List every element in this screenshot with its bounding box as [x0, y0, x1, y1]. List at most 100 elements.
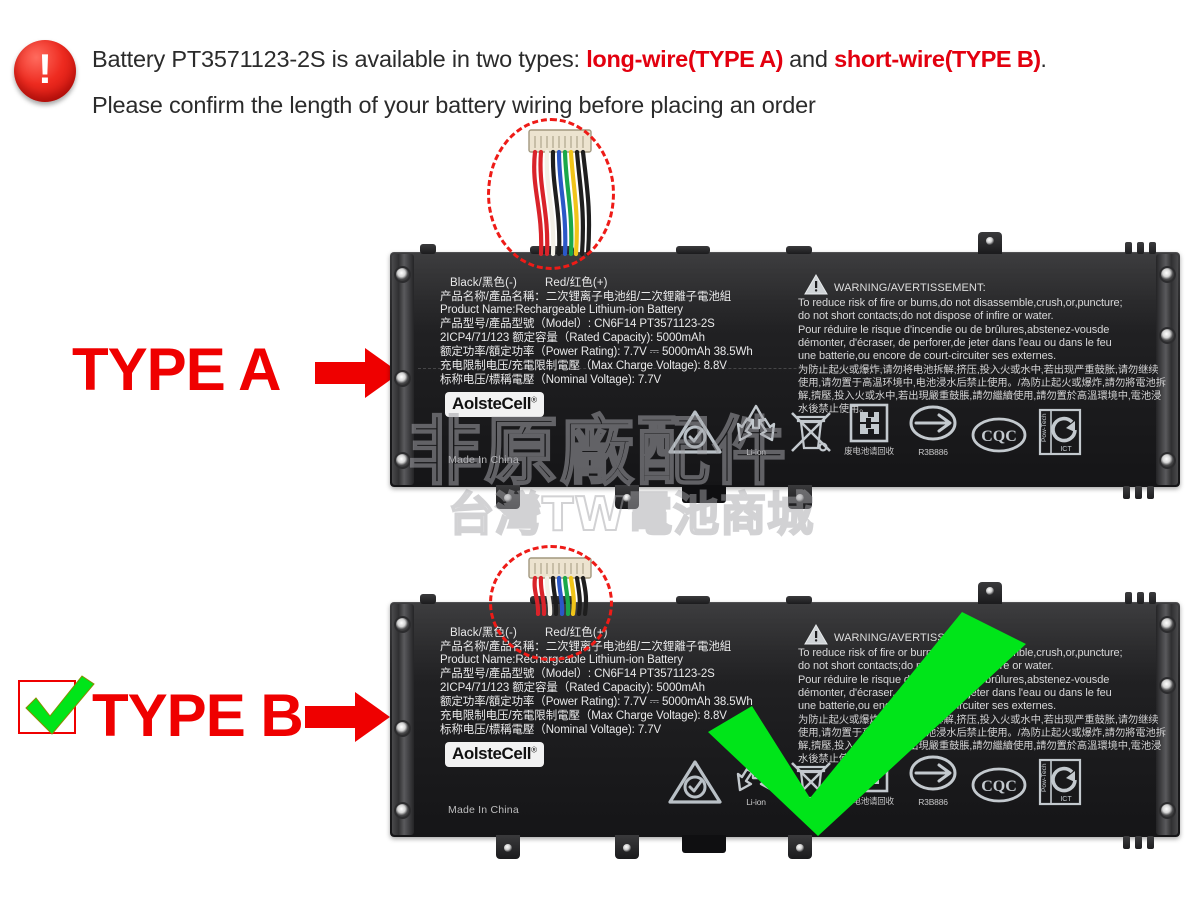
svg-text:Pow-Tech: Pow-Tech [1041, 413, 1048, 442]
battery-b-mount-tab [615, 835, 639, 859]
cert-weee [784, 410, 838, 457]
rcm-tick-icon [668, 760, 722, 804]
cert-rcm-tick [662, 408, 728, 457]
warning-heading: WARNING/AVERTISSEMENT: [834, 282, 986, 294]
warning-fr-line: démonter, d'écraser, de perforer,de jete… [798, 337, 1112, 349]
screw-hole [394, 720, 411, 737]
brand-registered-mark: ® [531, 395, 537, 405]
svg-text:ICT: ICT [1060, 796, 1072, 803]
notice-period: . [1040, 46, 1047, 72]
battery-b-mount-tab [978, 582, 1002, 604]
screw-hole [394, 266, 411, 283]
green-check-icon [25, 675, 95, 735]
spec-line: 标称电压/標稱電壓（Nominal Voltage): 7.7V [440, 374, 662, 386]
warning-heading: WARNING/AVERTISSEMENT: [834, 632, 986, 644]
cert-ccc-ellipse: R3B886 [900, 752, 966, 807]
mount-hole [796, 494, 804, 502]
type-a-label: TYPE A [72, 336, 281, 403]
cert-rcm-tick [662, 758, 728, 807]
cert-pow-tech-ict: Pow-Tech ICT [1032, 758, 1088, 807]
exclamation-circle-icon: ! [14, 40, 76, 102]
cert-cqc: CQC [966, 764, 1032, 807]
screw-hole [1159, 266, 1176, 283]
warning-en-line: do not short contacts;do not dispose of … [798, 310, 1054, 322]
mount-hole [504, 844, 512, 852]
cert-battery-recycle-cn: 废电池请回收 [838, 402, 900, 457]
mount-hole [623, 494, 631, 502]
battery-a-fin [1135, 486, 1142, 499]
spec-line: 2ICP4/71/123 额定容量（Rated Capacity): 5000m… [440, 332, 705, 344]
warning-cn-line: 使用,请勿置于高温环境中,电池浸水后禁止使用。/為防止起火或爆炸,請勿將電池拆 [798, 378, 1166, 389]
battery-a-left-rail [392, 254, 414, 485]
brand-name: AolsteCell [452, 394, 532, 413]
warning-fr-line: une batterie,ou encore de court-circuite… [798, 350, 1057, 362]
cert-recycle: Li-ion [728, 402, 784, 457]
cert-recycle: Li-ion [728, 752, 784, 807]
warning-triangle-icon [804, 274, 828, 295]
recycle-icon [736, 404, 776, 442]
spec-line: 标称电压/標稱電壓（Nominal Voltage): 7.7V [440, 724, 662, 736]
svg-text:CQC: CQC [981, 428, 1017, 445]
battery-a-mount-tab [978, 232, 1002, 254]
battery-b-left-rail [392, 604, 414, 835]
battery-b-fin [1149, 592, 1156, 604]
spec-line: 产品型号/產品型號（Model）: CN6F14 PT3571123-2S [440, 668, 715, 680]
spec-line: 2ICP4/71/123 额定容量（Rated Capacity): 5000m… [440, 682, 705, 694]
certification-row: Li-ion 废电池请回收 [662, 402, 1088, 457]
cert-caption: Li-ion [746, 797, 766, 807]
spec-line: 额定功率/額定功率（Power Rating): 7.7V ⎓ 5000mAh … [440, 696, 753, 708]
battery-a-fin [1147, 486, 1154, 499]
screw-hole [394, 370, 411, 387]
type-b-arrow-icon [305, 690, 391, 744]
cert-caption: R3B886 [918, 797, 948, 807]
battery-a-fin [1123, 486, 1130, 499]
warning-triangle-icon [804, 624, 828, 645]
battery-a-body [390, 252, 1180, 487]
cert-pow-tech-ict: Pow-Tech ICT [1032, 408, 1088, 457]
screw-hole [1159, 677, 1176, 694]
battery-b-fin [1137, 592, 1144, 604]
cert-ccc-ellipse: R3B886 [900, 402, 966, 457]
cert-cqc: CQC [966, 414, 1032, 457]
notice-line-1: Battery PT3571123-2S is available in two… [92, 46, 1047, 73]
spec-line: 额定功率/額定功率（Power Rating): 7.7V ⎓ 5000mAh … [440, 346, 753, 358]
battery-a-mount-tab [788, 485, 812, 509]
notice-line-2: Please confirm the length of your batter… [92, 92, 816, 119]
screw-hole [1159, 802, 1176, 819]
battery-b-fin [1135, 836, 1142, 849]
mount-hole [986, 587, 994, 595]
warning-en-line: To reduce risk of fire or burns,do not d… [798, 647, 1123, 659]
battery-b-right-rail [1156, 604, 1178, 835]
notice-longwire: long-wire [586, 46, 688, 72]
screw-hole [394, 616, 411, 633]
warning-fr-line: Pour réduire le risque d'incendie ou de … [798, 324, 1110, 336]
battery-a-seam [418, 368, 1152, 369]
svg-text:CQC: CQC [981, 778, 1017, 795]
brand-name: AolsteCell [452, 744, 532, 763]
cert-caption: 废电池请回收 [844, 796, 894, 806]
mount-hole [623, 844, 631, 852]
brand-registered-mark: ® [531, 745, 537, 755]
battery-type-a: Black/黑色(-) Red/红色(+) 产品名称/產品名稱：二次锂离子电池组… [390, 232, 1180, 509]
type-a-arrow-icon [315, 346, 401, 400]
battery-b-top-tab [420, 594, 436, 604]
warning-en-line: do not short contacts;do not dispose of … [798, 660, 1054, 672]
notice-typea-paren: (TYPE A) [687, 46, 783, 72]
battery-a-fin [1137, 242, 1144, 254]
svg-text:Pow-Tech: Pow-Tech [1041, 763, 1048, 792]
notice-text-1: Battery PT3571123-2S is available in two… [92, 46, 587, 72]
mount-hole [986, 237, 994, 245]
notice-banner: ! Battery PT3571123-2S is available in t… [0, 18, 1200, 118]
exclamation-glyph: ! [38, 45, 52, 92]
pow-tech-ict-icon: Pow-Tech ICT [1038, 758, 1082, 806]
screw-hole [394, 452, 411, 469]
cert-caption: Li-ion [746, 447, 766, 457]
cert-weee [784, 760, 838, 807]
cert-battery-recycle-cn: 废电池请回收 [838, 752, 900, 807]
warning-cn-line: 使用,请勿置于高温环境中,电池浸水后禁止使用。/為防止起火或爆炸,請勿將電池拆 [798, 728, 1166, 739]
weee-bin-icon [791, 412, 831, 452]
type-b-label: TYPE B [92, 682, 304, 749]
notice-text-and: and [782, 46, 835, 72]
battery-a-bottom-notch [682, 485, 726, 503]
